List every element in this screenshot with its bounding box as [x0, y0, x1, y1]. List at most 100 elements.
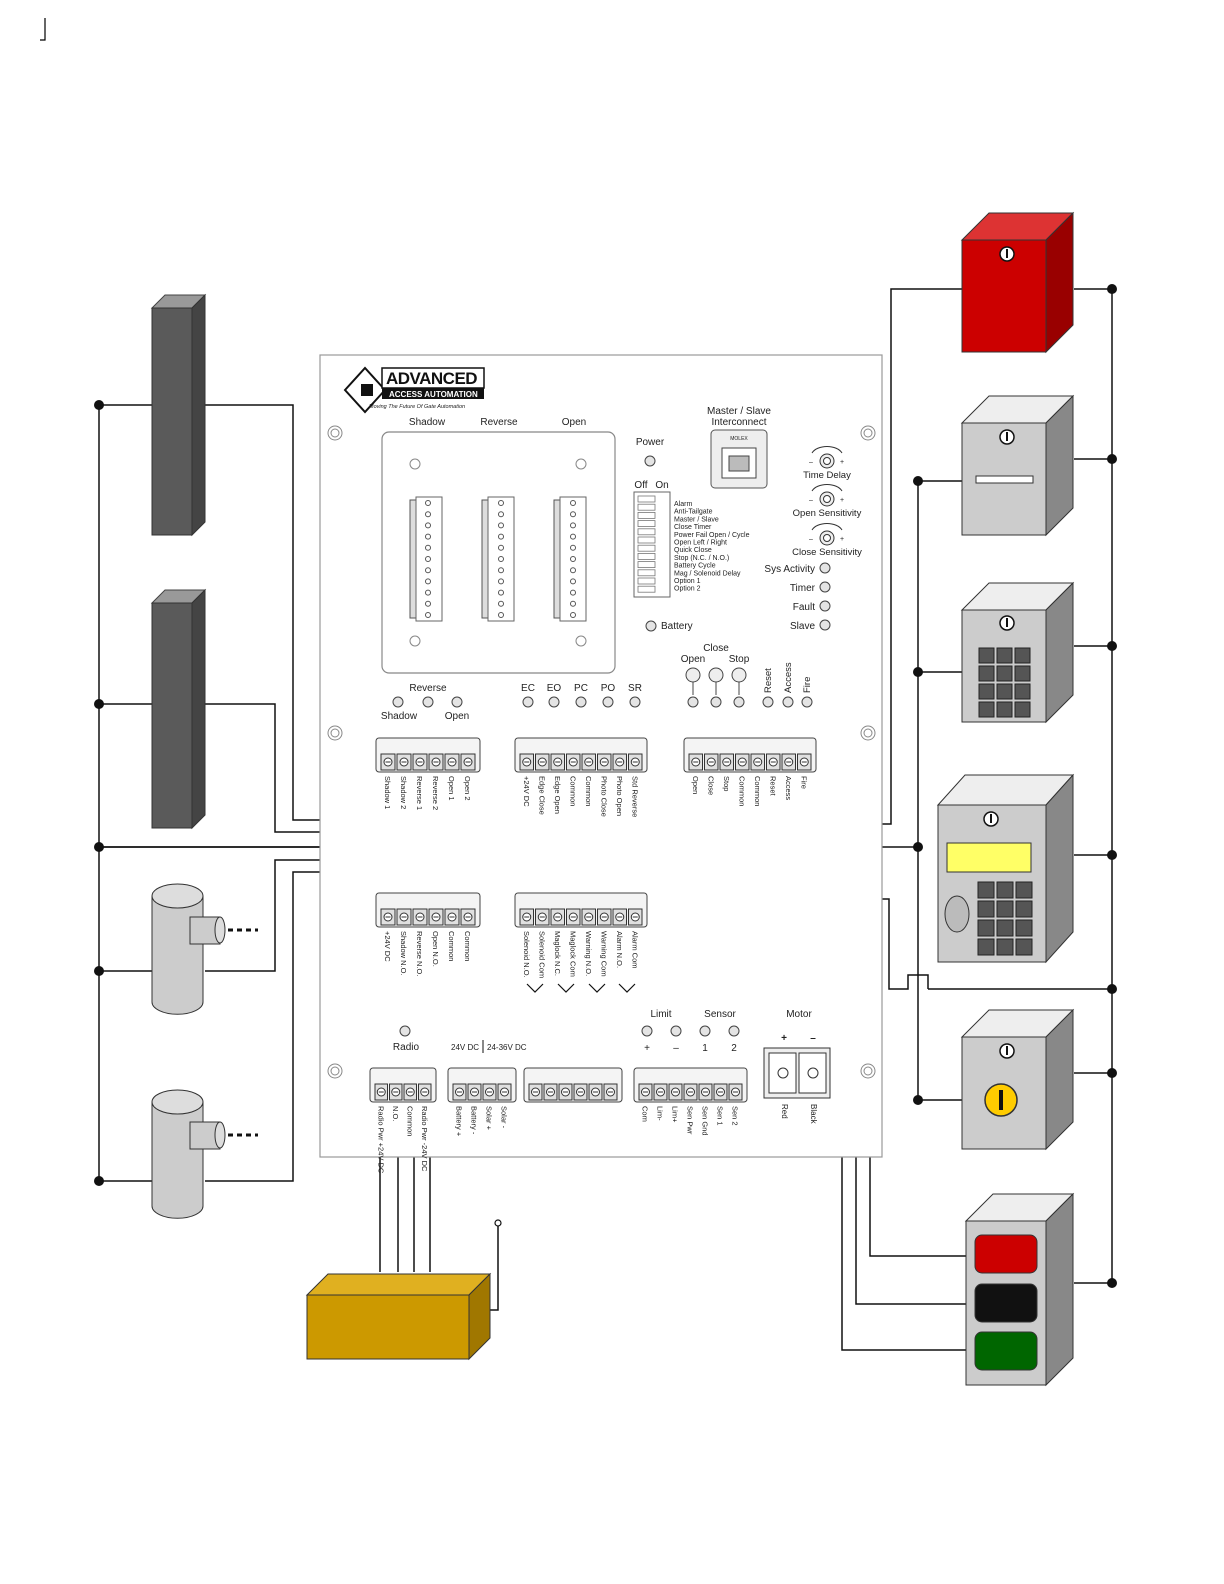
motor-wire-label: Red — [780, 1104, 789, 1119]
motor-wire-label: Black — [809, 1104, 818, 1125]
input-led-label-eo: EO — [547, 683, 562, 694]
battery-led — [645, 620, 657, 632]
keypad-key — [996, 647, 1013, 664]
reverse-group-right: Open — [445, 711, 469, 722]
motor-minus: – — [810, 1033, 816, 1044]
terminal-label: Sen 2 — [731, 1106, 740, 1126]
terminal-label: Maglock Com — [568, 931, 577, 977]
keypad-key — [978, 701, 995, 718]
motor-plus: + — [781, 1033, 787, 1044]
radio-led — [399, 1025, 411, 1037]
terminal-label: Radio Pwr +24V DC — [376, 1106, 385, 1174]
terminal-label: Photo Open — [615, 776, 624, 816]
keypad-key — [977, 919, 995, 937]
keypad-key — [1015, 919, 1033, 937]
dip-option-label: Power Fail Open / Cycle — [674, 532, 750, 539]
keypad-key — [977, 900, 995, 918]
terminal-label: Shadow 2 — [399, 776, 408, 809]
button-label-open: Open — [681, 654, 705, 665]
port-label-open: Open — [562, 417, 586, 428]
input-leds — [522, 696, 641, 708]
keypad-key — [996, 938, 1014, 956]
terminal-label: Edge Close — [537, 776, 546, 815]
keypad-key — [1015, 900, 1033, 918]
interconnect-subtitle: Interconnect — [711, 417, 766, 428]
edge-sensor-bottom — [150, 588, 207, 830]
key-switch-box — [960, 1008, 1075, 1151]
dip-option-label: Option 1 — [674, 578, 701, 585]
corner-mark — [40, 18, 46, 41]
keypad-key — [1014, 683, 1031, 700]
terminal-label: Common — [568, 776, 577, 806]
brand-tagline: Moving The Future Of Gate Automation — [369, 404, 465, 410]
limit-minus: – — [673, 1043, 679, 1054]
fire-box — [960, 211, 1075, 354]
terminal-label: Fire — [799, 776, 808, 789]
terminal-label: Maglock N.C. — [553, 931, 562, 976]
keypad-key — [978, 683, 995, 700]
terminal-label: Solar + — [485, 1106, 494, 1131]
keypad-key — [996, 881, 1014, 899]
terminal-label: Stop — [722, 776, 731, 791]
svg-text:+: + — [840, 459, 844, 466]
svg-text:–: – — [809, 497, 813, 504]
keypad-key — [1015, 881, 1033, 899]
keypad-key — [977, 938, 995, 956]
radio-receiver-box — [305, 1272, 492, 1361]
pot-label-close-sensitivity: Close Sensitivity — [792, 547, 862, 558]
terminal-label: Open N.O. — [431, 931, 440, 967]
status-label-slave: Slave — [790, 621, 815, 632]
dip-option-label: Close Timer — [674, 524, 712, 531]
terminal-label: Common — [584, 776, 593, 806]
radio-label: Radio — [393, 1042, 420, 1053]
dip-option-label: Mag / Solenoid Delay — [674, 570, 741, 577]
dip-option-label: Master / Slave — [674, 516, 719, 523]
terminal-label: Common — [753, 776, 762, 806]
terminal-label: Reverse 2 — [431, 776, 440, 810]
keypad-key — [1014, 665, 1031, 682]
terminal-label: Warning Com — [599, 931, 608, 977]
terminal-label: Radio Pwr -24V DC — [420, 1106, 429, 1172]
terminal-label: Solenoid Com — [537, 931, 546, 978]
keypad-grid — [978, 647, 1031, 718]
keypad-key — [978, 665, 995, 682]
terminal-label: Sen Gnd — [701, 1106, 710, 1136]
dip-option-label: Stop (N.C. / N.O.) — [674, 555, 729, 562]
button-label-stop: Stop — [729, 654, 750, 665]
speaker-grille — [944, 895, 970, 933]
terminal-label: Reverse N.O. — [415, 931, 424, 976]
keypad-key — [1014, 701, 1031, 718]
terminal-label: Common — [447, 931, 456, 961]
terminal-label: +24V DC — [522, 776, 531, 807]
interconnect-title: Master / Slave — [707, 406, 771, 417]
status-leds — [819, 562, 831, 631]
status-label-sys-activity: Sys Activity — [764, 564, 815, 575]
svg-text:–: – — [809, 536, 813, 543]
dip-option-label: Open Left / Right — [674, 540, 727, 547]
power-label-24-36v: 24-36V DC — [487, 1043, 527, 1052]
terminal-label: Com — [641, 1106, 650, 1122]
relay-contact-arrows — [526, 983, 636, 993]
terminal-label: Alarm Com — [630, 931, 639, 969]
terminal-block — [514, 892, 648, 928]
terminal-label: Open 1 — [447, 776, 456, 801]
card-slot — [975, 475, 1034, 484]
terminal-label: Edge Open — [553, 776, 562, 814]
reverse-group-left: Shadow — [381, 711, 418, 722]
status-label-fault: Fault — [793, 602, 815, 613]
reverse-leds — [392, 696, 463, 708]
pot-label-open-sensitivity: Open Sensitivity — [793, 508, 862, 519]
pot-label-time-delay: Time Delay — [803, 470, 851, 481]
terminal-label: Alarm N.O. — [615, 931, 624, 968]
card-reader-box — [960, 394, 1075, 537]
photo-eye-top — [151, 883, 258, 1015]
terminal-label: Open 2 — [463, 776, 472, 801]
terminal-label: Reverse 1 — [415, 776, 424, 810]
keypad-key — [996, 683, 1013, 700]
keypad-key — [978, 647, 995, 664]
power-led — [644, 455, 656, 467]
keypad-key — [996, 919, 1014, 937]
switch-on-label: On — [655, 480, 668, 491]
